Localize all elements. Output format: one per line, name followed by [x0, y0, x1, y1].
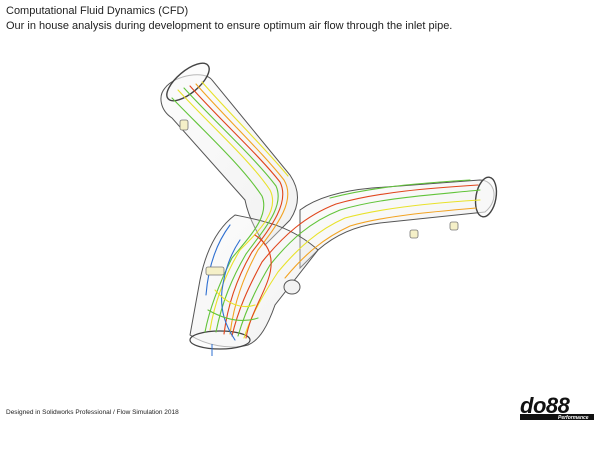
- page-subtitle: Our in house analysis during development…: [6, 20, 453, 32]
- cfd-pipe-render: [160, 62, 498, 356]
- page-title: Computational Fluid Dynamics (CFD): [6, 5, 189, 17]
- logo-brand: do88: [520, 393, 571, 418]
- right-inlet-opening: [474, 176, 498, 218]
- outlet-opening: [189, 330, 251, 350]
- logo-tagline: Performance: [558, 415, 589, 421]
- do88-logo: do88 Performance: [518, 393, 596, 421]
- top-inlet-opening: [166, 62, 210, 102]
- side-nipple: [283, 279, 301, 295]
- mounting-tabs: [179, 119, 459, 276]
- footer-credit: Designed in Solidworks Professional / Fl…: [6, 409, 179, 416]
- flow-streamlines: [171, 81, 481, 341]
